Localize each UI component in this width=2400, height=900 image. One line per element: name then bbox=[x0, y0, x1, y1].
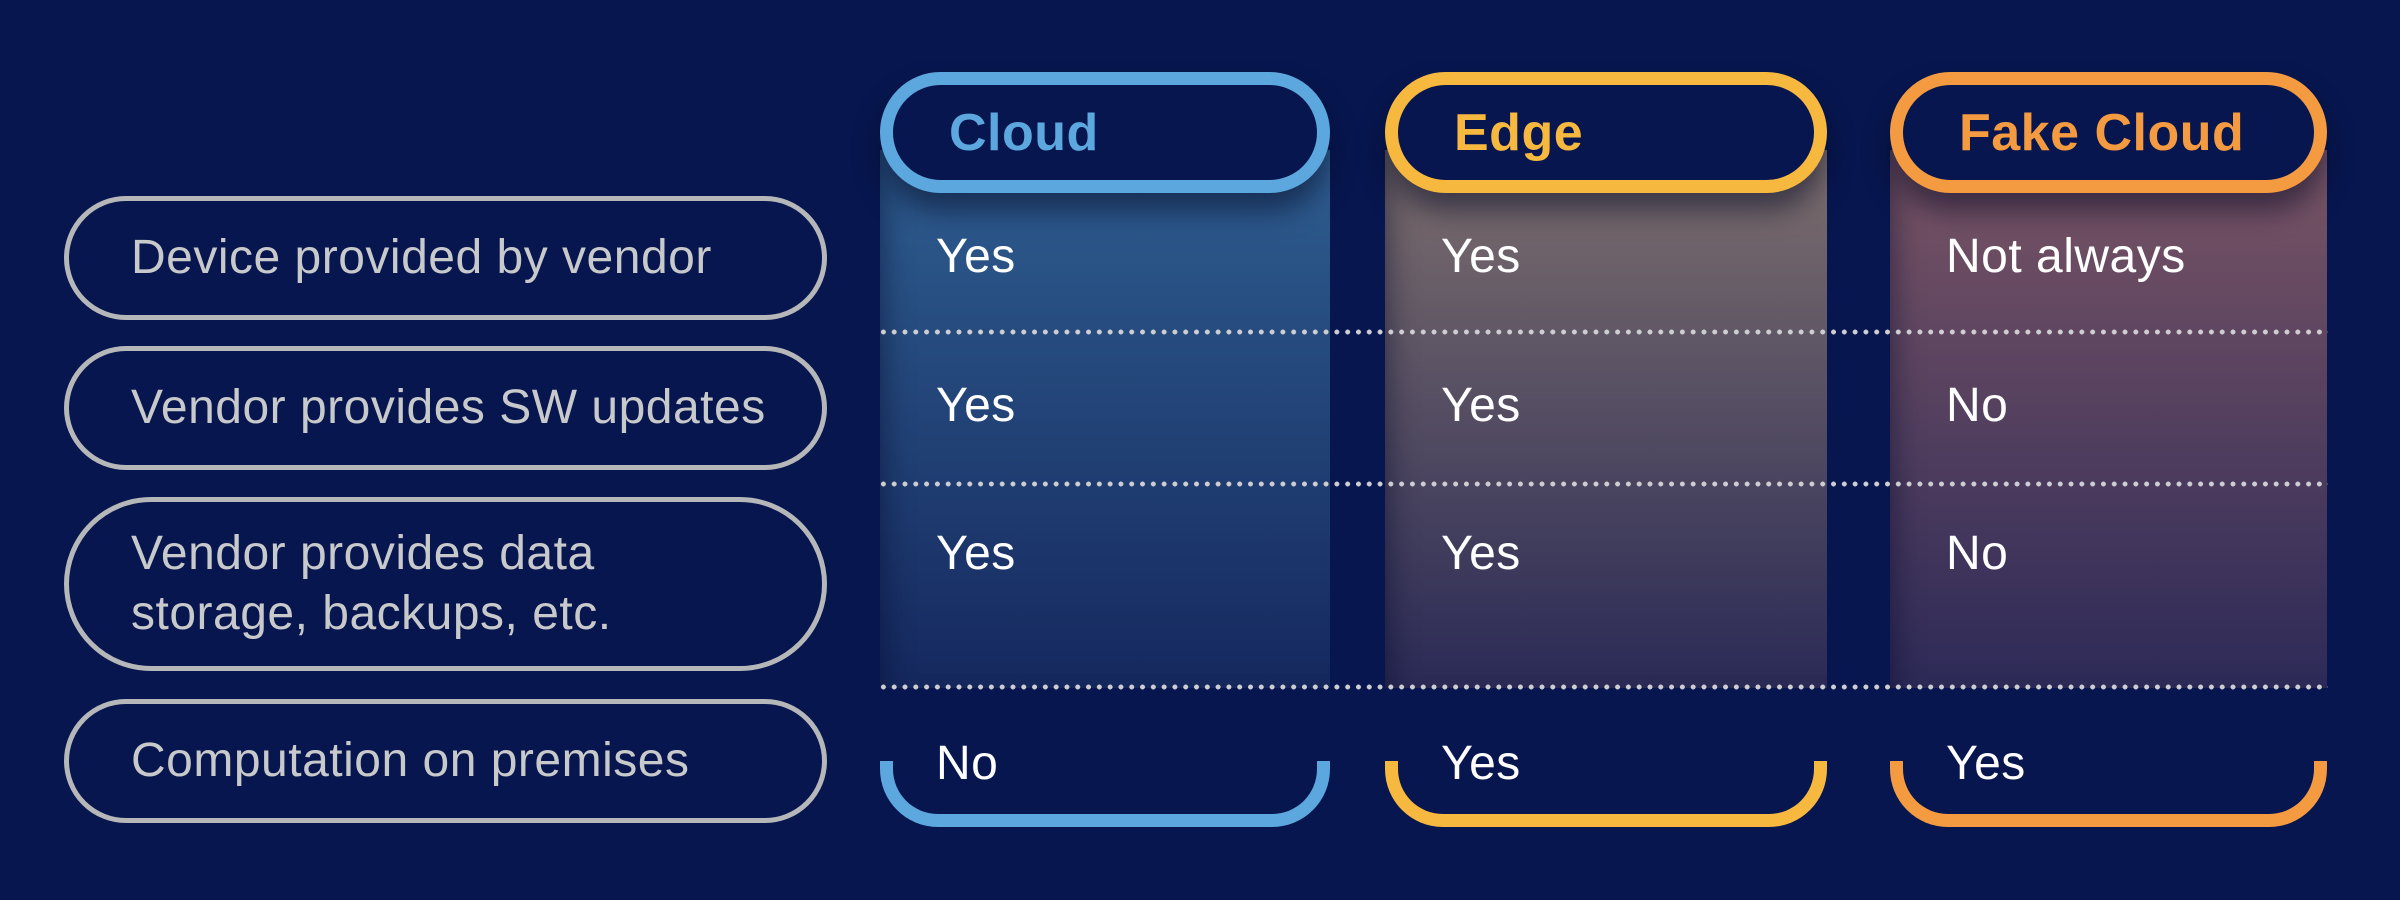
column-edge: Edge Yes Yes Yes Yes bbox=[1385, 0, 1827, 900]
cell-fake-cloud-device-provided: Not always bbox=[1946, 230, 2186, 283]
row-label-device-provided: Device provided by vendor bbox=[64, 196, 827, 320]
column-fake-cloud-body bbox=[1890, 150, 2327, 688]
column-cloud: Cloud Yes Yes Yes No bbox=[880, 0, 1330, 900]
cell-cloud-sw-updates: Yes bbox=[936, 379, 1016, 432]
row-separator-2 bbox=[878, 481, 2328, 487]
column-edge-body bbox=[1385, 150, 1827, 688]
column-edge-header-text: Edge bbox=[1454, 103, 1584, 162]
cell-edge-computation: Yes bbox=[1441, 737, 1521, 790]
column-cloud-body bbox=[880, 150, 1330, 688]
row-separator-3 bbox=[878, 684, 2328, 690]
column-cloud-header: Cloud bbox=[880, 72, 1330, 193]
column-edge-header: Edge bbox=[1385, 72, 1827, 193]
column-fake-cloud-header: Fake Cloud bbox=[1890, 72, 2327, 193]
row-label-text: Vendor provides SW updates bbox=[131, 381, 766, 434]
column-fake-cloud-header-text: Fake Cloud bbox=[1959, 103, 2245, 162]
cell-fake-cloud-data-storage: No bbox=[1946, 527, 2009, 580]
cell-cloud-device-provided: Yes bbox=[936, 230, 1016, 283]
row-label-text: Computation on premises bbox=[131, 734, 690, 787]
cell-cloud-computation: No bbox=[936, 737, 999, 790]
cell-cloud-data-storage: Yes bbox=[936, 527, 1016, 580]
row-label-text: Vendor provides data storage, backups, e… bbox=[131, 527, 612, 640]
cell-fake-cloud-sw-updates: No bbox=[1946, 379, 2009, 432]
cell-edge-sw-updates: Yes bbox=[1441, 379, 1521, 432]
cell-edge-data-storage: Yes bbox=[1441, 527, 1521, 580]
row-label-data-storage: Vendor provides data storage, backups, e… bbox=[64, 497, 827, 671]
row-label-text: Device provided by vendor bbox=[131, 231, 712, 284]
row-label-computation-on-premises: Computation on premises bbox=[64, 699, 827, 823]
cell-fake-cloud-computation: Yes bbox=[1946, 737, 2026, 790]
row-label-sw-updates: Vendor provides SW updates bbox=[64, 346, 827, 470]
row-separator-1 bbox=[878, 329, 2328, 335]
column-cloud-header-text: Cloud bbox=[949, 103, 1099, 162]
cell-edge-device-provided: Yes bbox=[1441, 230, 1521, 283]
column-fake-cloud: Fake Cloud Not always No No Yes bbox=[1890, 0, 2327, 900]
